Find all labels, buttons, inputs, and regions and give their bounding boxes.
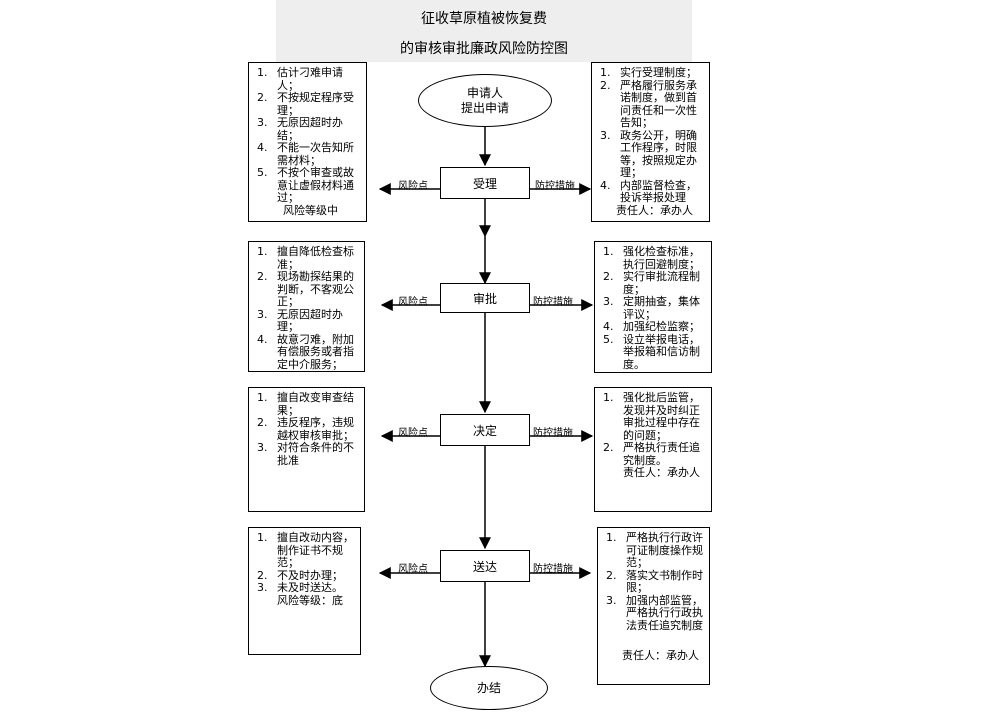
- risk-point-label: 风险点: [398, 428, 428, 439]
- risk-item: 故意刁难，附加有偿服务或者指定中介服务；: [257, 332, 354, 371]
- end-node: 办结: [430, 666, 548, 710]
- process-step-approve: 审批: [440, 283, 530, 313]
- diagram-title-line-2: 的审核审批廉政风险防控图: [400, 41, 568, 57]
- risk-point-label: 风险点: [398, 181, 428, 192]
- control-item: 设立举报电话，举报箱和信访制度。: [603, 332, 700, 371]
- control-measure-label: 防控措施: [533, 297, 573, 308]
- control-box-deliver: 严格执行行政许可证制度操作规范； 落实文书制作时限； 加强内部监管，严格执行行政…: [597, 527, 710, 685]
- diagram-title-line-1: 征收草原植被恢复费: [421, 11, 547, 27]
- process-step-label: 受理: [472, 176, 497, 191]
- risk-level: 风险等级中: [283, 203, 338, 217]
- title-band: [276, 0, 692, 62]
- start-line-1: 申请人: [466, 85, 503, 100]
- control-measure-label: 防控措施: [535, 181, 575, 192]
- risk-item: 擅自改动内容，制作证书不规范；: [257, 531, 354, 569]
- control-item: 实行受理制度；: [600, 66, 697, 79]
- risk-item: 不及时办理；: [257, 568, 343, 582]
- risk-item: 无原因超时办结；: [257, 116, 343, 142]
- responsible-person: 责任人：承办人: [623, 466, 700, 479]
- control-item: 强化检查标准，执行回避制度；: [603, 245, 700, 271]
- process-step-decide: 决定: [440, 414, 530, 446]
- responsible-person: 责任人：承办人: [622, 649, 699, 662]
- end-label: 办结: [476, 680, 501, 695]
- process-step-label: 决定: [472, 423, 497, 438]
- risk-item: 现场勘探结果的判断，不客观公正；: [257, 270, 354, 308]
- risk-item: 不能一次告知所需材料；: [257, 141, 354, 167]
- control-box-accept: 实行受理制度； 严格履行服务承诺制度，做到首问责任和一次性告知； 政务公开，明确…: [591, 62, 710, 222]
- risk-item: 不按个审查或故意让虚假材料通过；: [257, 166, 354, 204]
- control-item: 加强内部监管，严格执行行政执法责任追究制度: [606, 593, 703, 632]
- process-step-label: 审批: [472, 291, 497, 306]
- risk-box-deliver: 擅自改动内容，制作证书不规范； 不及时办理； 未及时送达。 风险等级：底: [248, 527, 361, 655]
- start-line-2: 提出申请: [460, 100, 509, 115]
- control-item: 严格执行行政许可证制度操作规范；: [606, 531, 703, 569]
- process-step-deliver: 送达: [440, 550, 530, 582]
- risk-point-label: 风险点: [398, 297, 428, 308]
- process-step-label: 送达: [472, 559, 497, 574]
- control-item: 内部监督检查，投诉举报处理: [600, 178, 697, 204]
- control-item: 严格执行责任追究制度。: [603, 441, 700, 467]
- control-measure-label: 防控措施: [533, 428, 573, 439]
- risk-box-accept: 估计刁难申请人； 不按规定程序受理； 无原因超时办结； 不能一次告知所需材料； …: [248, 62, 367, 222]
- control-item: 落实文书制作时限；: [606, 568, 703, 594]
- risk-point-label: 风险点: [398, 564, 428, 575]
- risk-item: 违反程序，违规越权审核审批；: [257, 416, 354, 442]
- risk-box-decide: 擅自改变审查结果； 违反程序，违规越权审核审批； 对符合条件的不批准: [248, 387, 365, 512]
- process-step-accept: 受理: [440, 167, 530, 199]
- start-node: 申请人 提出申请: [418, 74, 552, 127]
- control-measure-label: 防控措施: [533, 564, 573, 575]
- control-item: 强化批后监管，发现并及时纠正审批过程中存在的问题；: [603, 391, 700, 442]
- control-item: 政务公开，明确工作程序，时限等，按照规定办理；: [600, 128, 697, 179]
- control-item: 实行审批流程制度；: [603, 270, 700, 296]
- responsible-person: 责任人：承办人: [616, 203, 693, 217]
- risk-item: 不按规定程序受理；: [257, 91, 354, 117]
- risk-item: 未及时送达。: [257, 581, 343, 594]
- control-box-decide: 强化批后监管，发现并及时纠正审批过程中存在的问题； 严格执行责任追究制度。 责任…: [594, 387, 712, 512]
- risk-item: 对符合条件的不批准: [257, 441, 354, 467]
- risk-box-approve: 擅自降低检查标准； 现场勘探结果的判断，不客观公正； 无原因超时办理； 故意刁难…: [248, 241, 365, 372]
- control-item: 加强纪检监察；: [603, 320, 700, 333]
- risk-item: 擅自降低检查标准；: [257, 245, 354, 271]
- risk-item: 擅自改变审查结果；: [257, 391, 354, 417]
- control-item: 定期抽查，集体评议；: [603, 295, 700, 321]
- risk-item: 估计刁难申请人；: [257, 66, 343, 92]
- risk-item: 无原因超时办理；: [257, 307, 343, 333]
- control-item: 严格履行服务承诺制度，做到首问责任和一次性告知；: [600, 78, 697, 129]
- control-box-approve: 强化检查标准，执行回避制度； 实行审批流程制度； 定期抽查，集体评议； 加强纪检…: [594, 241, 712, 373]
- risk-level: 风险等级：底: [277, 593, 343, 607]
